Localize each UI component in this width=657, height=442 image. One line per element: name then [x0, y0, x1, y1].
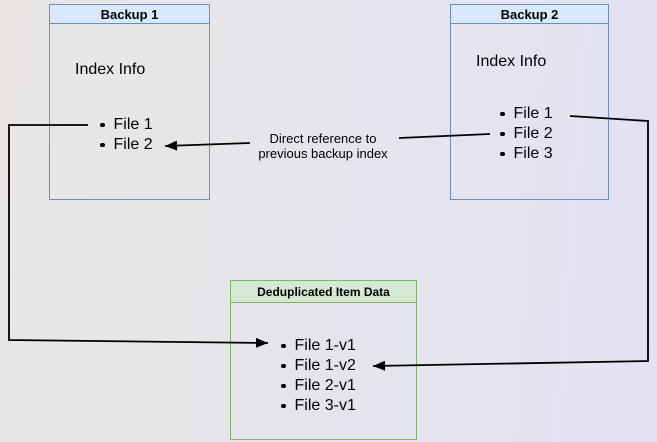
bullet-icon: [281, 403, 286, 409]
dedup-file-list: File 1-v1 File 1-v2 File 2-v1 File 3-v1: [281, 336, 356, 416]
bullet-icon: [500, 111, 505, 117]
backup1-title: Backup 1: [100, 6, 159, 22]
list-item: File 3: [500, 144, 553, 164]
list-item: File 1-v2: [281, 356, 356, 376]
file-label: File 2: [513, 125, 553, 142]
dedup-title: Deduplicated Item Data: [257, 284, 390, 299]
list-item: File 3-v1: [281, 396, 356, 416]
direct-reference-label: Direct reference to previous backup inde…: [237, 131, 409, 161]
bullet-icon: [100, 142, 105, 148]
backup1-index-info-label: Index Info: [75, 61, 146, 78]
bullet-icon: [100, 122, 105, 128]
backup1-header: Backup 1: [50, 5, 209, 24]
backup1-file-list: File 1 File 2: [100, 115, 153, 155]
bullet-icon: [500, 131, 505, 137]
bullet-icon: [281, 363, 286, 369]
backup2-header: Backup 2: [451, 5, 608, 24]
list-item: File 2: [500, 124, 553, 144]
file-label: File 3: [513, 145, 553, 162]
bullet-icon: [500, 151, 505, 157]
list-item: File 1-v1: [281, 336, 356, 356]
deduplicated-item-data-box: Deduplicated Item Data File 1-v1 File 1-…: [230, 280, 417, 440]
file-label: File 1: [113, 116, 153, 133]
backup2-box: Backup 2 Index Info File 1 File 2 File 3: [450, 4, 609, 200]
file-label: File 3-v1: [294, 397, 356, 414]
backup2-index-info-label: Index Info: [476, 53, 547, 70]
dedup-header: Deduplicated Item Data: [231, 281, 416, 303]
bullet-icon: [281, 383, 286, 389]
direct-reference-line2: previous backup index: [258, 146, 388, 161]
list-item: File 2-v1: [281, 376, 356, 396]
backup2-file-list: File 1 File 2 File 3: [500, 104, 553, 164]
list-item: File 1: [500, 104, 553, 124]
file-label: File 2: [113, 136, 153, 153]
backup1-box: Backup 1 Index Info File 1 File 2: [49, 4, 210, 200]
list-item: File 2: [100, 135, 153, 155]
backup2-title: Backup 2: [500, 6, 559, 22]
list-item: File 1: [100, 115, 153, 135]
file-label: File 1-v2: [294, 357, 356, 374]
file-label: File 1-v1: [294, 337, 356, 354]
file-label: File 1: [513, 105, 553, 122]
file-label: File 2-v1: [294, 377, 356, 394]
direct-reference-line1: Direct reference to: [269, 131, 377, 146]
bullet-icon: [281, 343, 286, 349]
